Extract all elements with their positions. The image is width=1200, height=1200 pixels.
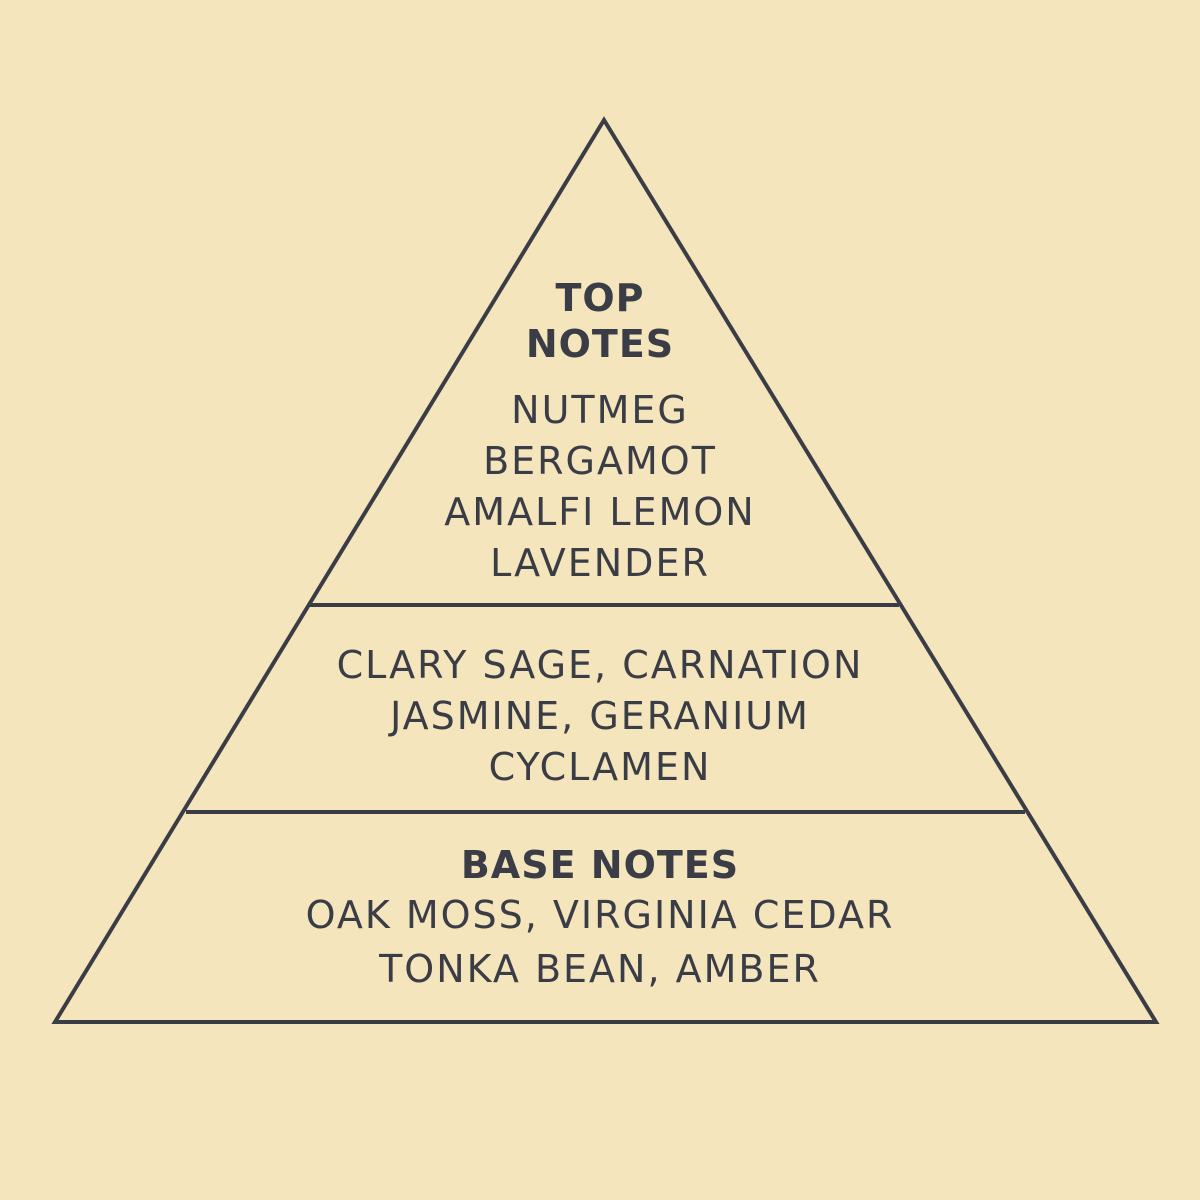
middle-note-item: JASMINE, GERANIUM: [390, 694, 810, 738]
base-note-item: TONKA BEAN, AMBER: [379, 947, 821, 991]
top-note-item: AMALFI LEMON: [444, 490, 756, 534]
base-notes-heading: BASE NOTES: [460, 843, 740, 887]
base-notes-section: BASE NOTES OAK MOSS, VIRGINIA CEDAR TONK…: [0, 842, 1200, 996]
top-note-item: NUTMEG: [511, 388, 689, 432]
middle-note-item: CYCLAMEN: [488, 745, 712, 789]
top-notes-heading-line2: NOTES: [525, 322, 675, 366]
pyramid-triangle: [51, 116, 1160, 1024]
middle-note-item: CLARY SAGE, CARNATION: [336, 643, 864, 687]
top-note-item: LAVENDER: [490, 541, 710, 585]
top-notes-list: NUTMEG BERGAMOT AMALFI LEMON LAVENDER: [0, 385, 1200, 589]
base-note-item: OAK MOSS, VIRGINIA CEDAR: [305, 893, 895, 937]
top-note-item: BERGAMOT: [483, 439, 717, 483]
top-notes-heading: TOP NOTES: [0, 275, 1200, 367]
middle-notes-list: CLARY SAGE, CARNATION JASMINE, GERANIUM …: [0, 640, 1200, 793]
top-notes-heading-line1: TOP: [555, 276, 645, 320]
